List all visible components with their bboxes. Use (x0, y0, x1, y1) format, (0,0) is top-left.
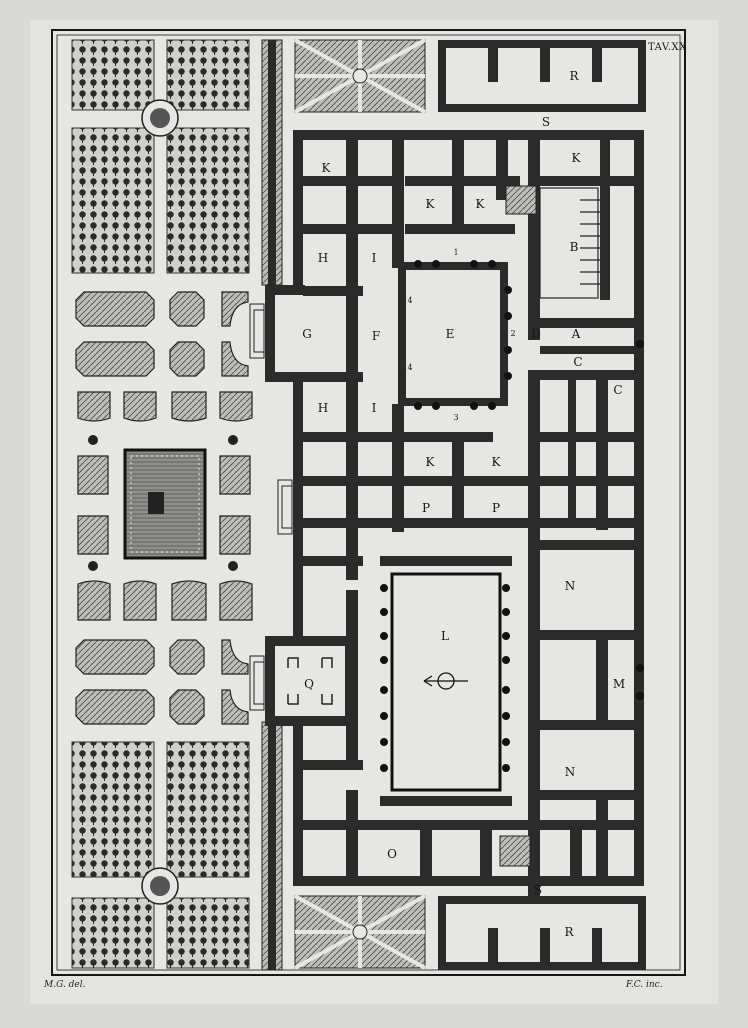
room-label-A: A (571, 327, 581, 341)
room-label-K: K (321, 161, 331, 175)
room-label-C: C (573, 355, 583, 369)
room-label-I: I (371, 251, 377, 265)
stair-B (539, 187, 600, 299)
room-label-R: R (569, 69, 579, 83)
number-1: 1 (453, 248, 459, 257)
room-label-N: N (564, 579, 576, 593)
room-label-L: L (441, 629, 449, 643)
room-label-C: C (613, 383, 623, 397)
room-label-Q: Q (304, 677, 314, 691)
room-label-E: E (445, 327, 455, 341)
room-label-I: I (371, 401, 377, 415)
central-basin (123, 448, 207, 560)
label-S: S (541, 115, 551, 129)
room-label-K: K (571, 151, 581, 165)
number-3: 3 (453, 413, 459, 422)
credit-delineator: M.G. del. (44, 980, 86, 990)
room-label-N: N (564, 765, 576, 779)
number-2: 2 (510, 329, 516, 338)
number-4: 4 (407, 296, 413, 305)
room-label-K: K (475, 197, 485, 211)
room-label-G: G (302, 327, 312, 341)
compass-icon (423, 672, 468, 690)
parterre-upper (75, 291, 249, 377)
room-label-H: H (317, 251, 329, 265)
building-walls (265, 40, 646, 970)
plate-number: TAV.XX (648, 42, 687, 53)
number-4: 4 (407, 363, 413, 372)
room-label-O: O (387, 847, 397, 861)
room-label-K: K (425, 197, 435, 211)
label-S: S (533, 883, 543, 897)
credit-engraver: F.C. inc. (626, 980, 663, 990)
room-label-D: D (531, 327, 541, 341)
room-label-R: R (564, 925, 574, 939)
room-label-P: P (491, 501, 501, 515)
courtyard-L (390, 572, 502, 792)
room-label-B: B (569, 240, 579, 254)
room-Q-ornaments (287, 657, 333, 705)
room-label-K: K (491, 455, 501, 469)
room-label-M: M (612, 677, 626, 691)
corner-parterres (294, 38, 426, 970)
colonnade-columns (380, 260, 644, 772)
courtyard-E (406, 270, 500, 398)
room-label-P: P (421, 501, 431, 515)
garden (71, 39, 293, 971)
room-label-F: F (371, 329, 381, 343)
room-label-H: H (317, 401, 329, 415)
parterre-lower (75, 639, 249, 725)
room-label-K: K (425, 455, 435, 469)
